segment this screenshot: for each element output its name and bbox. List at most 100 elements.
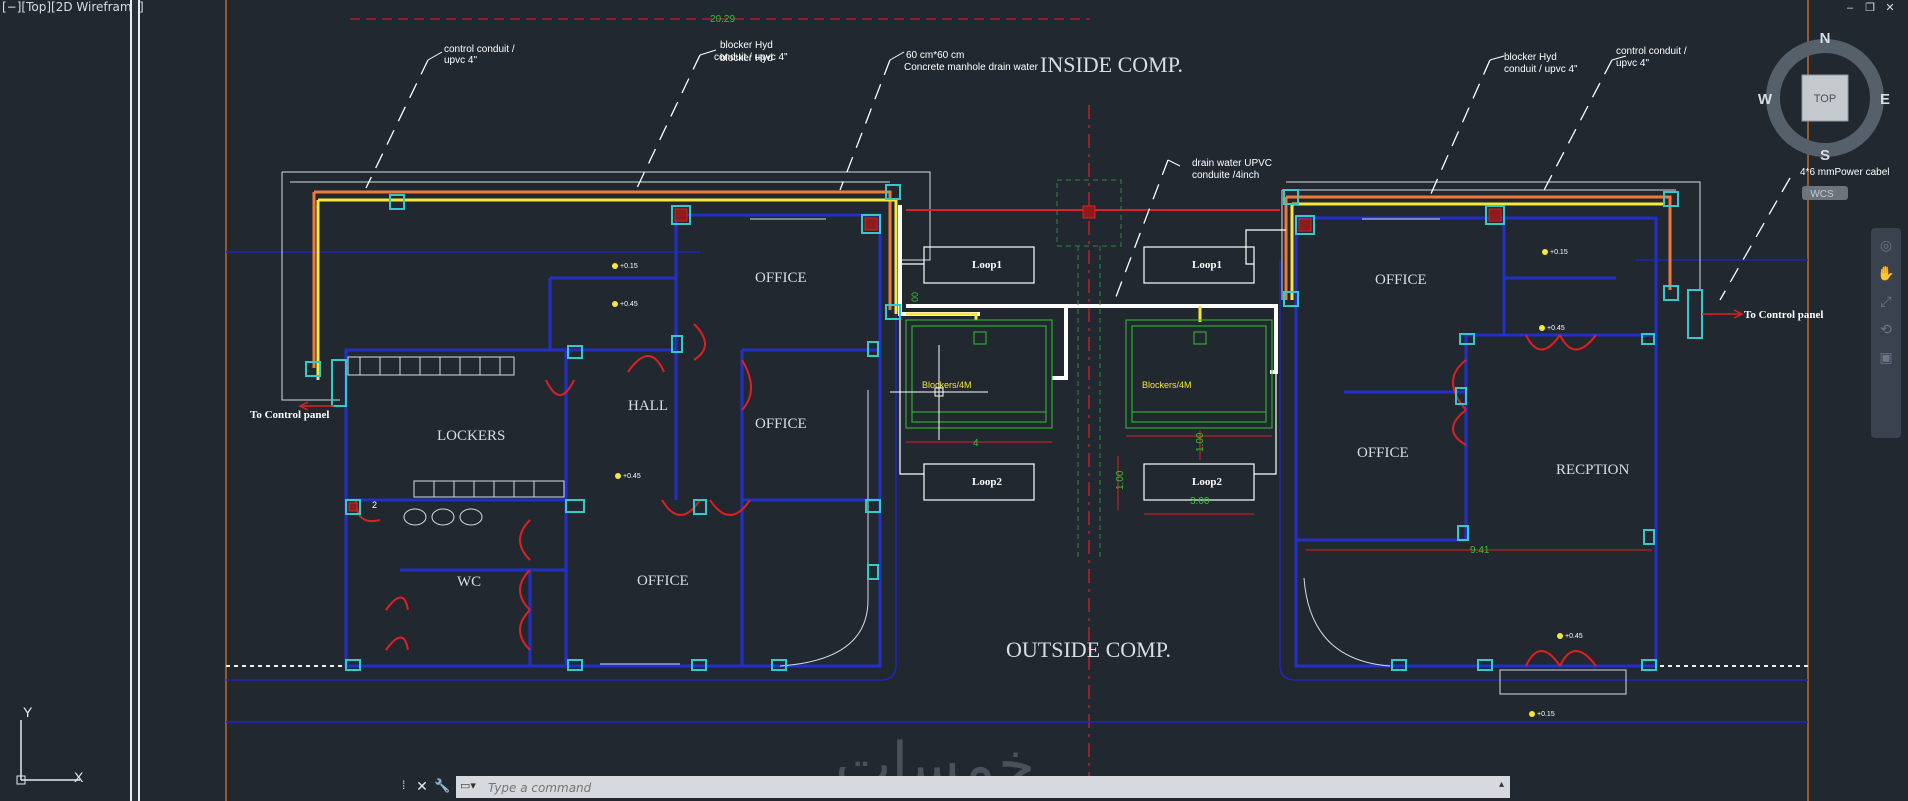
blocker-pads — [905, 319, 1273, 429]
command-line-grip[interactable]: ⁞ — [402, 778, 406, 792]
room-reception: RECPTION — [1556, 462, 1630, 478]
to-control-panel-right: To Control panel — [1744, 309, 1823, 321]
command-line-customize-icon[interactable]: 🔧 — [434, 778, 451, 793]
inside-comp-label: INSIDE COMP. — [1040, 52, 1183, 77]
crosshair-cursor — [890, 345, 988, 440]
left-panel-edge — [130, 0, 140, 801]
compass-north[interactable]: N — [1820, 30, 1831, 47]
room-wc: WC — [457, 574, 481, 590]
level-045-a: +0.45 — [620, 301, 638, 308]
viewport-label[interactable]: [−][Top][2D Wireframe] — [2, 0, 144, 14]
room-hall: HALL — [628, 398, 668, 414]
wcs-menu[interactable] — [1802, 186, 1848, 200]
leader-ticks — [427, 49, 1627, 167]
room-office-4: OFFICE — [1375, 272, 1427, 288]
ucs-icon: Y X — [16, 704, 84, 785]
right-building-details — [1303, 218, 1627, 695]
note-blocker-right-2: conduit / upvc 4" — [1504, 64, 1578, 75]
dim-9-41: 9.41 — [1470, 545, 1490, 556]
note-blocker-left-2: conduit / upvc 4" — [714, 52, 788, 63]
level-045-c: +0.45 — [1547, 325, 1565, 332]
level-015-c: +0.15 — [1537, 711, 1555, 718]
dim-3: 3.00 — [1190, 496, 1210, 507]
note-drain-2: conduite /4inch — [1192, 170, 1259, 181]
room-office-3: OFFICE — [637, 573, 689, 589]
close-viewport-button[interactable]: ✕ — [1885, 2, 1895, 14]
left-doors — [355, 323, 752, 651]
level-015-b: +0.15 — [1550, 249, 1568, 256]
level-markers — [612, 249, 1563, 717]
pan-icon[interactable]: ✋ — [1877, 265, 1895, 281]
note-control-left-2: upvc 4" — [444, 55, 477, 66]
compass-west[interactable]: W — [1758, 91, 1773, 108]
loop1-left: Loop1 — [972, 259, 1002, 271]
note-blocker-right-1: blocker Hyd — [1504, 52, 1557, 63]
left-conduit-runs — [281, 171, 980, 401]
note-blocker-left: blocker Hyd — [720, 53, 773, 64]
level-045-d: +0.45 — [1565, 633, 1583, 640]
dim-small: 00 — [910, 292, 920, 302]
orange-border-lines — [225, 0, 1809, 801]
note-control-left: control conduit / — [444, 44, 515, 55]
dim-1-00-a: 1.00 — [1195, 432, 1206, 452]
loop2-right: Loop2 — [1192, 476, 1222, 488]
minimize-button[interactable]: – — [1846, 2, 1854, 14]
loop1-right: Loop1 — [1192, 259, 1222, 271]
loop-boxes — [899, 229, 1286, 501]
room-office-1: OFFICE — [755, 270, 807, 286]
dim-1-00-b: 1.00 — [1115, 470, 1126, 490]
orbit-icon[interactable]: ⟲ — [1880, 321, 1892, 337]
note-blocker-left-1: blocker Hyd — [720, 40, 773, 51]
note-control-right-2: upvc 4" — [1616, 58, 1649, 69]
dim-4: 4 — [973, 438, 979, 449]
command-line: ▭▾ ▴ — [456, 776, 1510, 798]
command-input[interactable] — [486, 778, 1450, 798]
viewcube-face[interactable]: TOP — [1814, 93, 1836, 105]
to-control-arrows — [298, 309, 1744, 411]
wcs-label[interactable]: WCS — [1810, 189, 1834, 200]
command-history-arrow-icon[interactable]: ▴ — [1498, 779, 1504, 790]
restore-button[interactable]: ❐ — [1865, 2, 1875, 14]
right-conduit-runs — [1281, 181, 1701, 300]
compass-east[interactable]: E — [1880, 91, 1890, 108]
note-control-right-1: control conduit / — [1616, 46, 1687, 57]
top-dimension: 20.29 — [350, 14, 1090, 25]
stair-marks — [359, 357, 535, 497]
site-outline — [226, 251, 1808, 723]
command-line-close-button[interactable]: ✕ — [416, 778, 428, 794]
note-power-cable: 4*6 mmPower cabel — [1800, 167, 1889, 178]
room-office-5: OFFICE — [1357, 445, 1409, 461]
steering-wheel-icon[interactable]: ◎ — [1879, 237, 1893, 253]
room-number: 2 — [372, 500, 377, 510]
showmotion-icon[interactable]: ▣ — [1879, 349, 1893, 365]
viewcube[interactable]: TOP N S W E WCS — [1752, 30, 1902, 200]
navigation-bar: ◎ ✋ ⤢ ⟲ ▣ — [1871, 228, 1901, 438]
right-building — [1294, 216, 1658, 668]
note-drain-1: drain water UPVC — [1192, 158, 1272, 169]
to-control-panel-left: To Control panel — [250, 409, 329, 421]
ucs-y-label: Y — [23, 704, 33, 720]
level-015-a: +0.15 — [620, 263, 638, 270]
note-manhole-1: 60 cm*60 cm — [906, 50, 964, 61]
outside-comp-label: OUTSIDE COMP. — [1006, 637, 1171, 662]
blockers-right: Blockers/4M — [1142, 380, 1192, 390]
left-building-details — [347, 218, 869, 667]
zoom-extents-icon[interactable]: ⤢ — [1880, 293, 1892, 309]
compass-south[interactable]: S — [1820, 147, 1830, 164]
leader-lines — [365, 54, 1791, 303]
dimension-lines — [906, 430, 1652, 551]
room-lockers: LOCKERS — [437, 428, 505, 444]
loop2-left: Loop2 — [972, 476, 1002, 488]
svg-text:20.29: 20.29 — [710, 14, 735, 25]
red-hatched-pits — [348, 205, 1502, 512]
level-045-b: +0.45 — [623, 473, 641, 480]
ucs-x-label: X — [74, 769, 84, 785]
green-dashed-manhole — [1056, 179, 1122, 560]
recent-commands-icon[interactable]: ▭▾ — [460, 780, 476, 792]
note-manhole-2: Concrete manhole drain water — [904, 62, 1039, 73]
blockers-left: Blockers/4M — [922, 380, 972, 390]
right-doors — [1452, 334, 1597, 667]
room-office-2: OFFICE — [755, 416, 807, 432]
drain-water-line — [906, 209, 1280, 380]
